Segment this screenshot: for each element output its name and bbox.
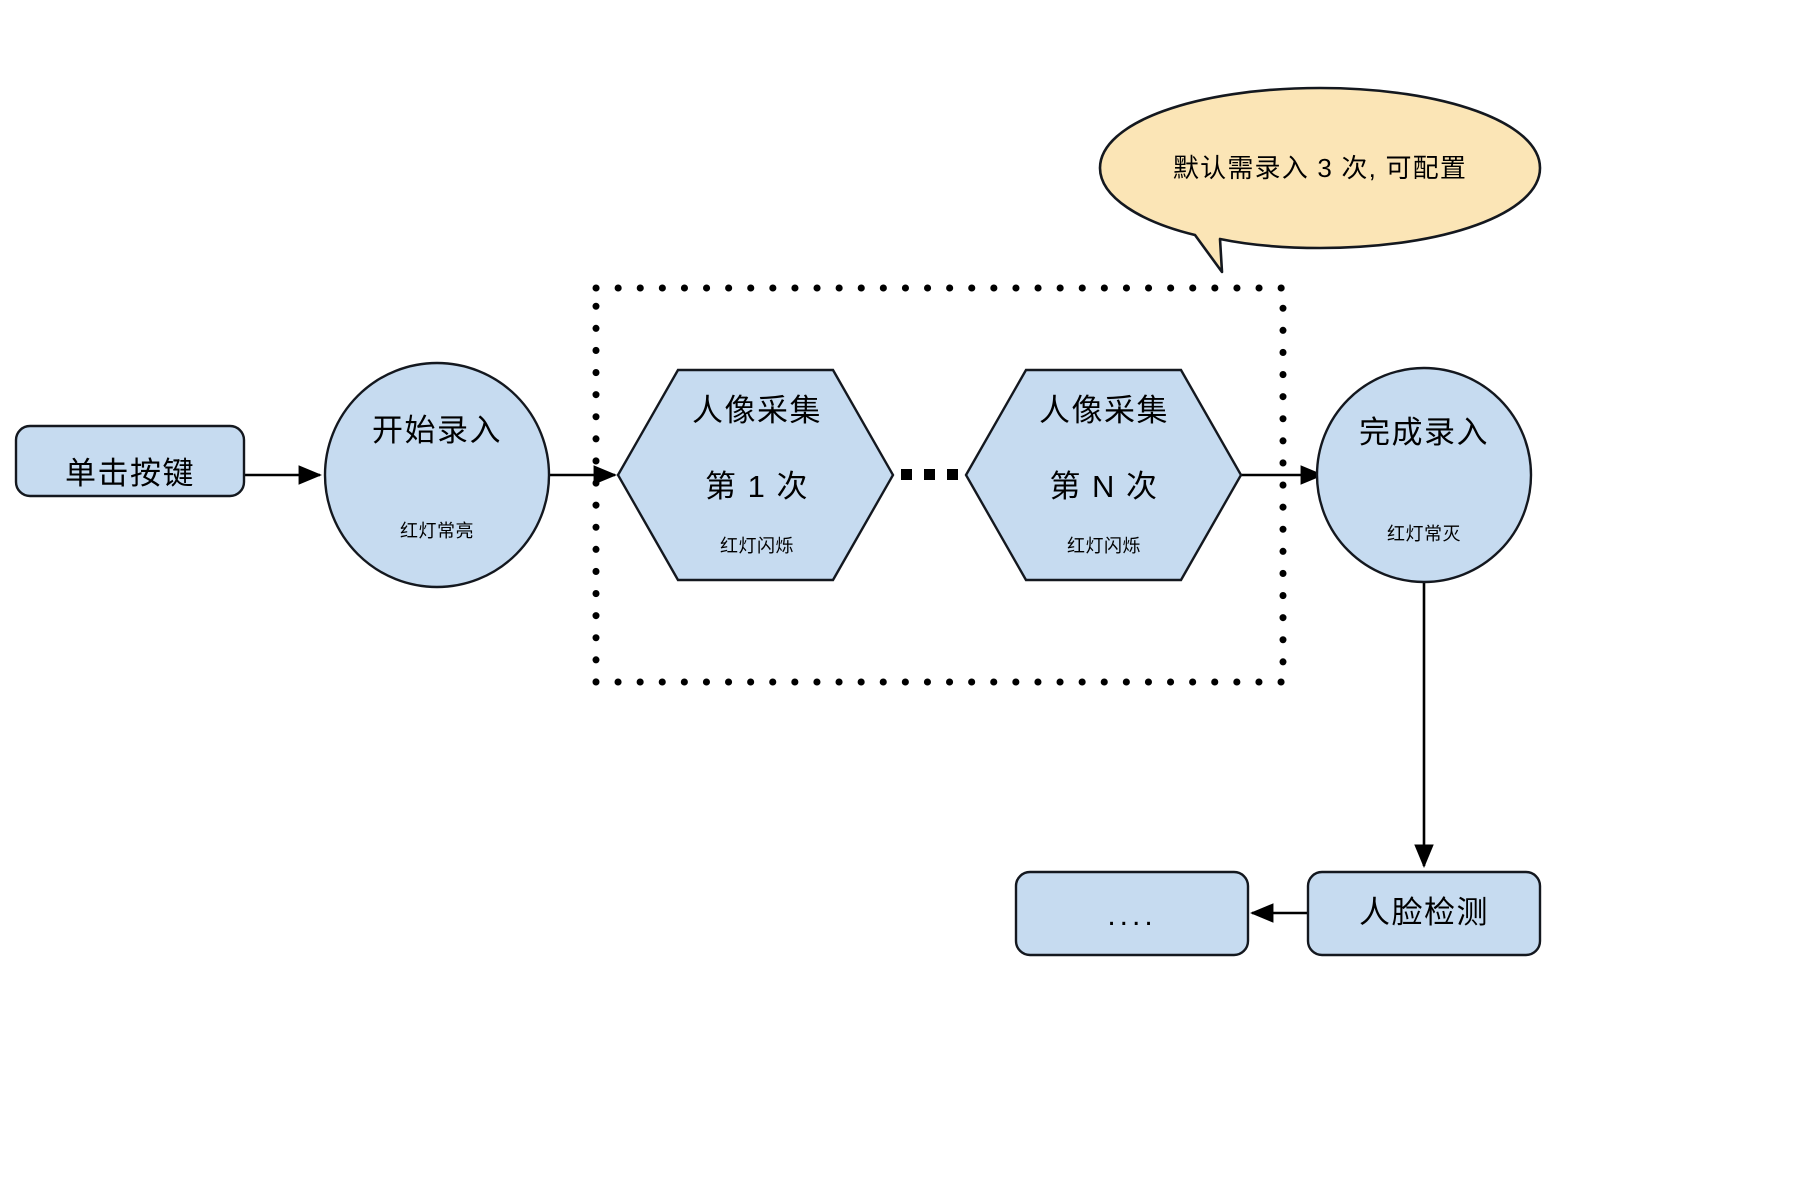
node-finish-enroll[interactable]: 完成录入 红灯常灭 [1315, 366, 1533, 584]
node-start-enroll[interactable]: 开始录入 红灯常亮 [323, 361, 551, 589]
node-capture-first[interactable]: 人像采集 第 1 次 红灯闪烁 [616, 368, 895, 582]
node-start-enroll-sub: 红灯常亮 [400, 521, 474, 541]
node-capture-first-sub: 红灯闪烁 [720, 536, 794, 556]
loop-group-dotted-box [592, 284, 1287, 686]
node-finish-enroll-label: 完成录入 [1359, 415, 1489, 450]
node-press-key-shape[interactable] [14, 424, 246, 498]
node-face-detect-shape[interactable] [1306, 870, 1542, 957]
node-face-detect[interactable]: 人脸检测 [1306, 870, 1542, 957]
node-more-steps-shape[interactable] [1014, 870, 1250, 957]
node-more-steps-label: .... [1107, 899, 1156, 932]
node-start-enroll-shape[interactable] [323, 361, 551, 589]
node-press-key[interactable]: 单击按键 [14, 424, 246, 498]
node-capture-nth[interactable]: 人像采集 第 N 次 红灯闪烁 [964, 368, 1243, 582]
node-capture-nth-line2: 第 N 次 [1049, 469, 1158, 504]
node-press-key-label: 单击按键 [65, 456, 195, 491]
callout-bubble-shape[interactable] [1098, 86, 1542, 274]
node-finish-enroll-sub: 红灯常灭 [1387, 524, 1461, 544]
node-face-detect-label: 人脸检测 [1359, 895, 1489, 930]
node-finish-enroll-shape[interactable] [1315, 366, 1533, 584]
node-capture-nth-sub: 红灯闪烁 [1067, 536, 1141, 556]
node-capture-nth-line1: 人像采集 [1039, 393, 1169, 428]
callout-speech-bubble[interactable]: 默认需录入 3 次, 可配置 [1098, 86, 1542, 274]
node-capture-first-line1: 人像采集 [692, 393, 822, 428]
node-more-steps[interactable]: .... [1014, 870, 1250, 957]
node-capture-first-line2: 第 1 次 [705, 469, 809, 504]
node-capture-nth-shape[interactable] [964, 368, 1243, 582]
node-start-enroll-label: 开始录入 [372, 413, 502, 448]
callout-bubble-text: 默认需录入 3 次, 可配置 [1173, 153, 1467, 183]
node-capture-first-shape[interactable] [616, 368, 895, 582]
